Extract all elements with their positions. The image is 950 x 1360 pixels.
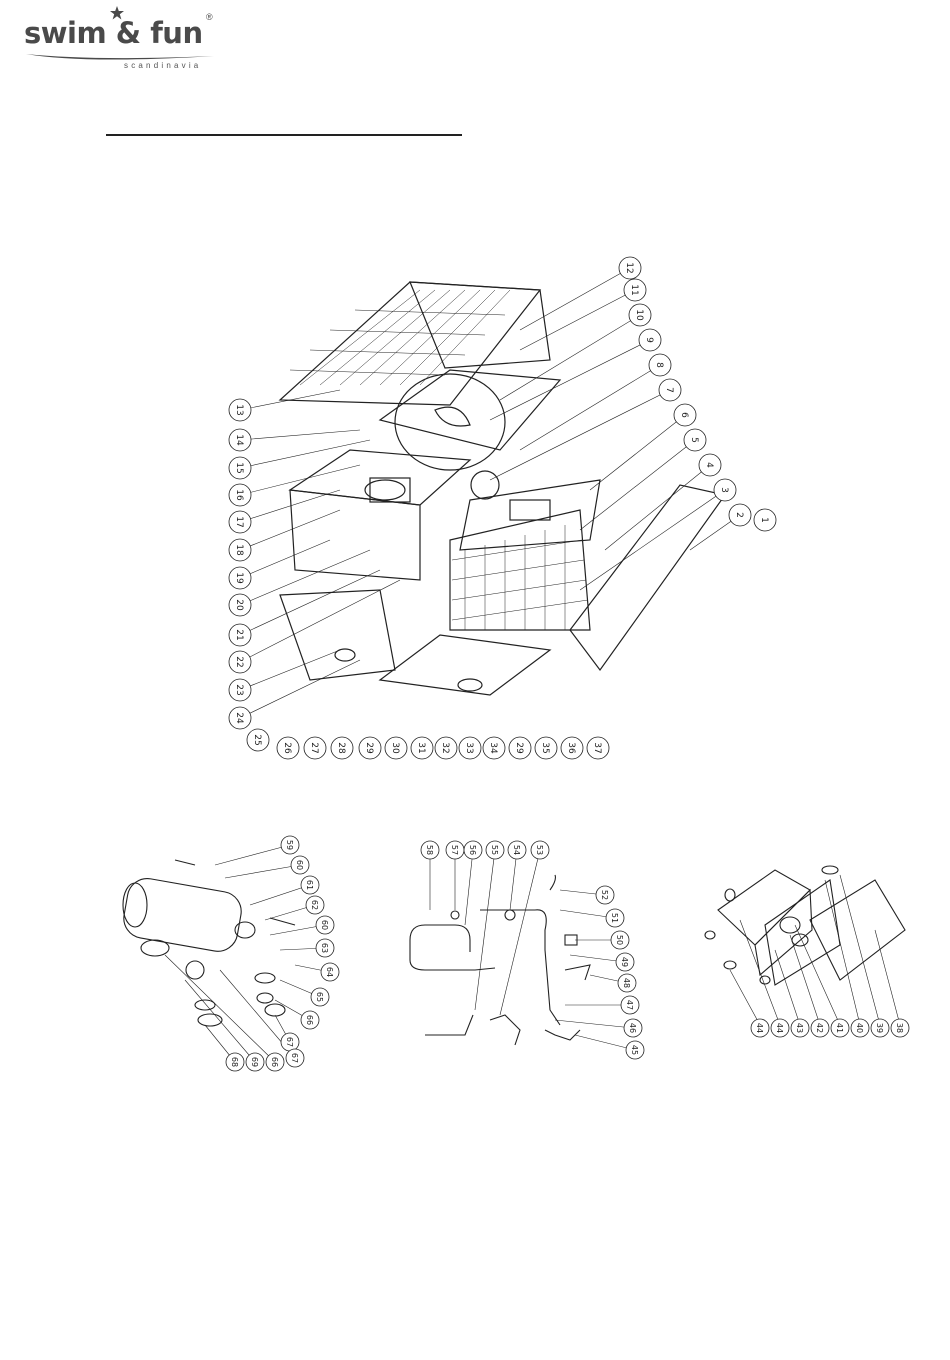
callout-number: 18 (234, 544, 244, 556)
callout-number: 53 (535, 845, 544, 855)
brand-tagline: scandinavia (124, 61, 201, 70)
callout-number: 2 (734, 512, 744, 518)
callout-number: 60 (295, 860, 304, 870)
callout-number: 29 (364, 742, 374, 754)
callout-number: 25 (252, 734, 262, 745)
control-box-callouts: 38 39 40 41 42 43 44 44 (751, 1019, 909, 1037)
callout-number: 38 (895, 1023, 904, 1033)
callout-number: 15 (234, 462, 244, 473)
callout-number: 46 (628, 1023, 637, 1033)
piping-callouts: 58 57 56 55 54 53 52 51 50 49 48 47 46 45 (421, 841, 644, 1059)
callout-number: 32 (440, 742, 450, 753)
callout-number: 35 (540, 742, 550, 753)
callout-number: 45 (630, 1045, 639, 1055)
callout-number: 67 (290, 1053, 299, 1063)
callout-number: 28 (336, 742, 346, 754)
callout-number: 68 (230, 1057, 239, 1067)
brand-name: swim & fun (24, 16, 203, 50)
callout-number: 9 (644, 337, 654, 343)
callout-number: 66 (305, 1015, 314, 1025)
callout-number: 23 (234, 684, 244, 695)
callout-number: 42 (815, 1023, 824, 1033)
callout-number: 63 (320, 943, 329, 953)
callout-number: 7 (664, 387, 674, 393)
callout-number: 52 (600, 890, 609, 900)
callout-number: 57 (450, 845, 459, 855)
callout-number: 51 (610, 913, 619, 923)
callout-number: 62 (310, 900, 319, 910)
callout-number: 65 (315, 992, 324, 1002)
callout-number: 20 (234, 599, 244, 611)
callout-number: 19 (234, 572, 244, 584)
callout-number: 26 (282, 742, 292, 754)
callout-number: 6 (679, 412, 689, 418)
piping-diagram: 58 57 56 55 54 53 52 51 50 49 48 47 46 45 (395, 830, 670, 1070)
callout-number: 11 (629, 284, 639, 295)
callout-number: 33 (464, 742, 474, 753)
callout-number: 1 (759, 517, 769, 523)
callout-number: 44 (755, 1023, 764, 1033)
callout-number: 37 (592, 742, 602, 753)
callout-number: 43 (795, 1023, 804, 1033)
callout-number: 54 (512, 845, 521, 855)
callout-number: 24 (234, 712, 244, 724)
registered-mark: ® (206, 12, 213, 22)
callout-number: 64 (325, 967, 334, 977)
callout-number: 41 (835, 1023, 844, 1033)
callout-number: 56 (468, 845, 477, 855)
callout-number: 49 (620, 957, 629, 967)
callout-number: 31 (416, 742, 426, 753)
callout-number: 44 (775, 1023, 784, 1033)
callout-number: 55 (490, 845, 499, 855)
callout-number: 47 (625, 1000, 634, 1010)
title-rule (106, 134, 462, 136)
callout-number: 58 (425, 845, 434, 855)
callout-number: 16 (234, 489, 244, 501)
callout-number: 8 (654, 362, 664, 368)
callout-number: 14 (234, 434, 244, 446)
callout-number: 50 (615, 935, 624, 945)
callout-number: 27 (309, 742, 319, 753)
callout-number: 67 (285, 1037, 294, 1047)
control-box-diagram: 38 39 40 41 42 43 44 44 (700, 850, 915, 1050)
callout-number: 59 (285, 840, 294, 850)
callout-number: 13 (234, 404, 244, 415)
callout-number: 3 (719, 487, 729, 493)
callout-number: 61 (305, 880, 314, 890)
callout-number: 69 (250, 1057, 259, 1067)
callout-number: 34 (488, 742, 498, 754)
callout-number: 29 (514, 742, 524, 754)
heat-exchanger-callouts: 5960616260636465666768696667 (226, 836, 339, 1071)
callout-number: 66 (270, 1057, 279, 1067)
heat-exchanger-diagram: 5960616260636465666768696667 (95, 830, 355, 1080)
callout-number: 22 (234, 656, 244, 667)
callout-number: 40 (855, 1023, 864, 1033)
callout-number: 17 (234, 516, 244, 527)
callout-number: 4 (704, 462, 714, 468)
callout-number: 5 (689, 437, 699, 443)
callout-number: 36 (566, 742, 576, 754)
brand-logo: swim & fun ® scandinavia (24, 6, 224, 72)
callout-number: 48 (622, 978, 631, 988)
callout-number: 60 (320, 920, 329, 930)
callout-number: 39 (875, 1023, 884, 1033)
callout-number: 21 (234, 629, 244, 640)
callout-number: 10 (634, 309, 644, 321)
callout-number: 30 (390, 742, 400, 754)
callout-number: 12 (624, 262, 634, 273)
main-unit-exploded-diagram: 1211109876543211314151617181920212223242… (220, 250, 780, 770)
